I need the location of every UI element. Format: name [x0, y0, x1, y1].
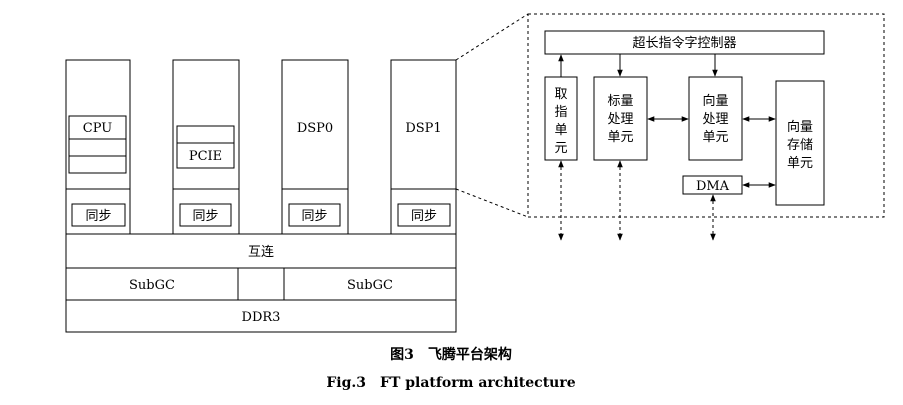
dsp1-sync-label: 同步	[411, 209, 437, 224]
zoom-line-top	[455, 13, 529, 61]
dsp0-column: DSP0 同步	[281, 59, 349, 235]
dma-label: DMA	[696, 179, 730, 194]
storage-label-3: 单元	[787, 156, 813, 171]
fetch-label-2: 指	[554, 105, 567, 120]
dsp1-label: DSP1	[405, 121, 441, 136]
dsp0-sync-label: 同步	[301, 209, 327, 224]
ddr3-bar: DDR3	[65, 299, 457, 333]
dsp0-label: DSP0	[297, 121, 333, 136]
storage-label-2: 存储	[787, 138, 813, 153]
scalar-label-3: 单元	[607, 130, 633, 145]
subgc-bar: SubGC SubGC	[65, 267, 457, 301]
subgc-left-label: SubGC	[129, 278, 175, 293]
subgc-right-label: SubGC	[347, 278, 393, 293]
cpu-label: CPU	[83, 121, 112, 136]
dma-unit: DMA	[682, 175, 743, 195]
cpu-sync-label: 同步	[85, 209, 111, 224]
vector-label-3: 单元	[702, 130, 728, 145]
scalar-label-2: 处理	[607, 112, 633, 127]
vector-label-2: 处理	[702, 112, 728, 127]
dsp-detail-frame	[527, 13, 885, 218]
cpu-column: CPU 同步	[65, 59, 131, 235]
vector-label-1: 向量	[702, 93, 728, 109]
zoom-line-bottom	[455, 188, 529, 218]
controller-label: 超长指令字控制器	[632, 36, 736, 51]
scalar-unit: 标量 处理 单元	[593, 76, 648, 161]
vliw-controller: 超长指令字控制器	[544, 30, 825, 55]
caption-cn: 图3 飞腾平台架构	[390, 346, 512, 363]
storage-label-1: 向量	[787, 119, 813, 135]
vector-unit: 向量 处理 单元	[688, 76, 743, 161]
fetch-unit: 取 指 单 元	[544, 76, 578, 161]
dsp1-column: DSP1 同步	[390, 59, 457, 235]
pcie-sync-label: 同步	[192, 209, 218, 224]
ddr3-label: DDR3	[242, 310, 281, 325]
scalar-label-1: 标量	[607, 94, 633, 109]
fetch-label-1: 取	[554, 87, 567, 102]
caption-en: Fig.3 FT platform architecture	[326, 375, 575, 391]
pcie-column: PCIE 同步	[172, 59, 240, 235]
fetch-label-4: 元	[554, 141, 567, 156]
interconnect-bar: 互连	[65, 233, 457, 269]
fetch-label-3: 单	[554, 123, 567, 138]
vector-storage-unit: 向量 存储 单元	[775, 80, 825, 206]
interconnect-label: 互连	[248, 244, 274, 260]
pcie-label: PCIE	[189, 149, 222, 164]
